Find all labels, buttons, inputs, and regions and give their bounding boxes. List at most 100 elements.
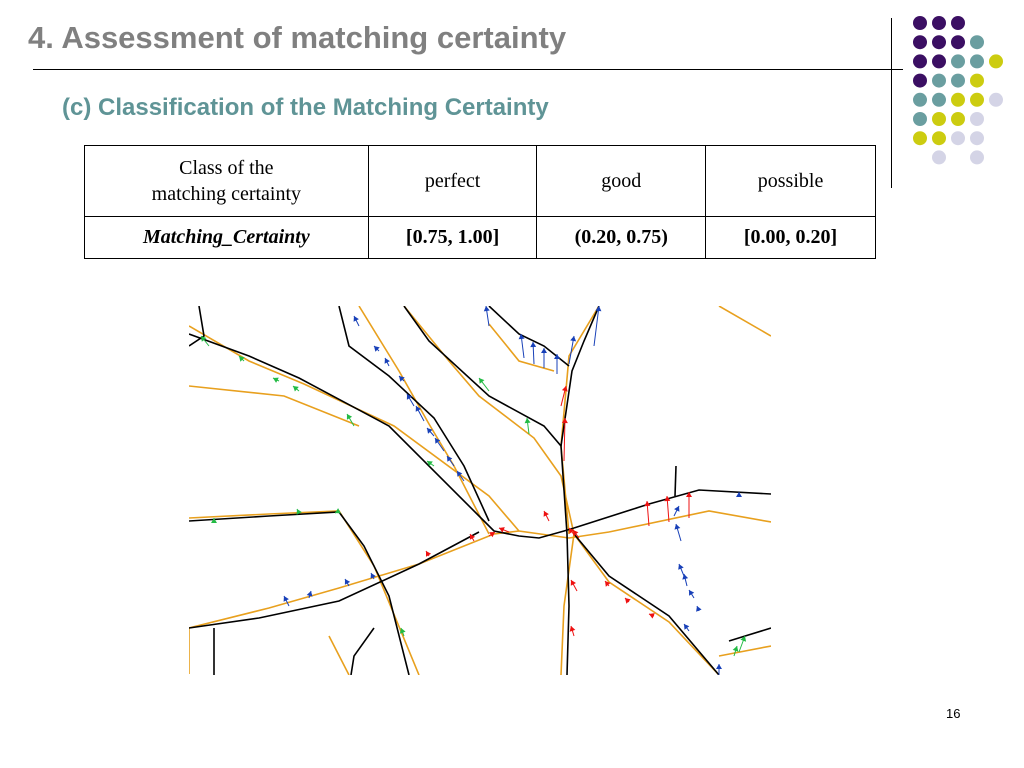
match-vector-good: [541, 348, 547, 368]
decor-dot: [932, 54, 946, 69]
decor-dot: [951, 92, 965, 107]
match-vector-good: [373, 345, 380, 352]
decor-dot: [989, 54, 1003, 69]
match-vector-perfect: [664, 495, 671, 523]
match-vector-good: [446, 455, 455, 467]
road-matching-map: [189, 306, 771, 675]
match-vector-perfect: [648, 613, 655, 619]
match-vector-perfect: [570, 579, 578, 592]
candidate-road: [189, 325, 610, 539]
match-vector-good: [344, 578, 351, 587]
reference-road: [560, 306, 600, 447]
reference-road: [566, 533, 570, 675]
match-vector-good: [426, 427, 435, 437]
candidate-road: [573, 533, 720, 675]
match-vector-possible: [272, 377, 280, 383]
match-vector-perfect: [604, 580, 611, 587]
match-vector-perfect: [469, 533, 476, 542]
page-number: 16: [946, 706, 961, 721]
header-good: good: [536, 145, 707, 217]
decor-dot: [932, 150, 946, 165]
match-vector-possible: [738, 635, 747, 653]
match-vector-good: [678, 563, 685, 577]
match-vector-possible: [478, 377, 490, 392]
candidate-road: [189, 530, 520, 674]
decor-dot: [951, 16, 965, 30]
match-vector-possible: [399, 627, 406, 637]
match-vector-good: [568, 335, 577, 365]
range-perfect: [0.75, 1.00]: [367, 216, 538, 259]
slide-subtitle: (c) Classification of the Matching Certa…: [62, 94, 549, 121]
slide-title: 4. Assessment of matching certainty: [28, 20, 567, 55]
match-vector-good: [716, 664, 722, 675]
match-vector-perfect: [425, 550, 432, 557]
match-vector-good: [530, 341, 537, 365]
table-header-row: Class of the matching certainty perfect …: [84, 145, 876, 217]
decor-dot: [932, 112, 946, 126]
match-vector-perfect: [686, 492, 692, 518]
reference-road: [403, 306, 568, 535]
reference-road: [189, 333, 575, 539]
match-vector-possible: [334, 508, 341, 514]
class-header-line2: matching certainty: [151, 183, 302, 205]
candidate-road: [718, 306, 771, 337]
candidate-road: [189, 385, 360, 427]
decor-dot: [970, 54, 984, 69]
decor-dot: [970, 112, 984, 126]
candidate-roads: [189, 306, 771, 675]
reference-road: [674, 465, 677, 497]
candidate-road: [328, 635, 350, 675]
class-header-line1: Class of the: [179, 157, 274, 179]
match-vector-good: [688, 589, 695, 599]
match-vector-good: [682, 573, 689, 587]
candidate-road: [560, 533, 575, 675]
decor-dot: [932, 73, 946, 88]
decor-dot: [970, 131, 984, 146]
title-divider: [33, 69, 903, 70]
match-vector-good: [683, 623, 690, 632]
match-vector-possible: [524, 417, 531, 435]
match-vector-perfect: [568, 527, 576, 537]
decor-dot: [951, 73, 965, 88]
decor-dot: [913, 16, 927, 30]
decor-dot: [951, 131, 965, 146]
match-vector-possible: [426, 460, 435, 467]
match-vector-perfect: [560, 385, 568, 407]
match-vector-good: [384, 357, 390, 367]
header-possible: possible: [705, 145, 876, 217]
match-vector-good: [398, 375, 405, 382]
decor-dot: [932, 92, 946, 107]
candidate-road: [488, 323, 555, 372]
range-good: (0.20, 0.75): [536, 216, 707, 259]
match-vector-perfect: [561, 417, 568, 462]
match-vector-good: [306, 590, 313, 599]
vertical-divider: [891, 18, 892, 188]
candidate-road: [560, 306, 600, 535]
match-vector-good: [554, 354, 560, 374]
match-vector-good: [696, 605, 702, 612]
match-vector-good: [283, 595, 290, 607]
match-vector-possible: [200, 335, 210, 347]
match-vector-good: [483, 306, 490, 327]
decor-dot: [970, 150, 984, 165]
match-vector-perfect: [624, 597, 631, 604]
candidate-road: [403, 306, 575, 535]
reference-road: [573, 489, 771, 529]
decor-dot: [951, 112, 965, 126]
match-vector-possible: [211, 518, 217, 523]
decor-dot: [932, 35, 946, 50]
decor-dot: [913, 112, 927, 126]
match-vector-perfect: [569, 625, 576, 637]
match-vector-perfect: [498, 527, 510, 533]
reference-road: [350, 627, 375, 675]
match-vector-good: [353, 315, 360, 327]
decor-dot: [932, 16, 946, 30]
decor-dot: [932, 131, 946, 146]
decor-dot: [970, 73, 984, 88]
match-vector-good: [673, 505, 680, 517]
candidate-road: [718, 645, 771, 657]
decor-dot: [970, 92, 984, 107]
decor-dot: [913, 131, 927, 146]
decor-dot: [913, 35, 927, 50]
range-possible: [0.00, 0.20]: [705, 216, 876, 259]
